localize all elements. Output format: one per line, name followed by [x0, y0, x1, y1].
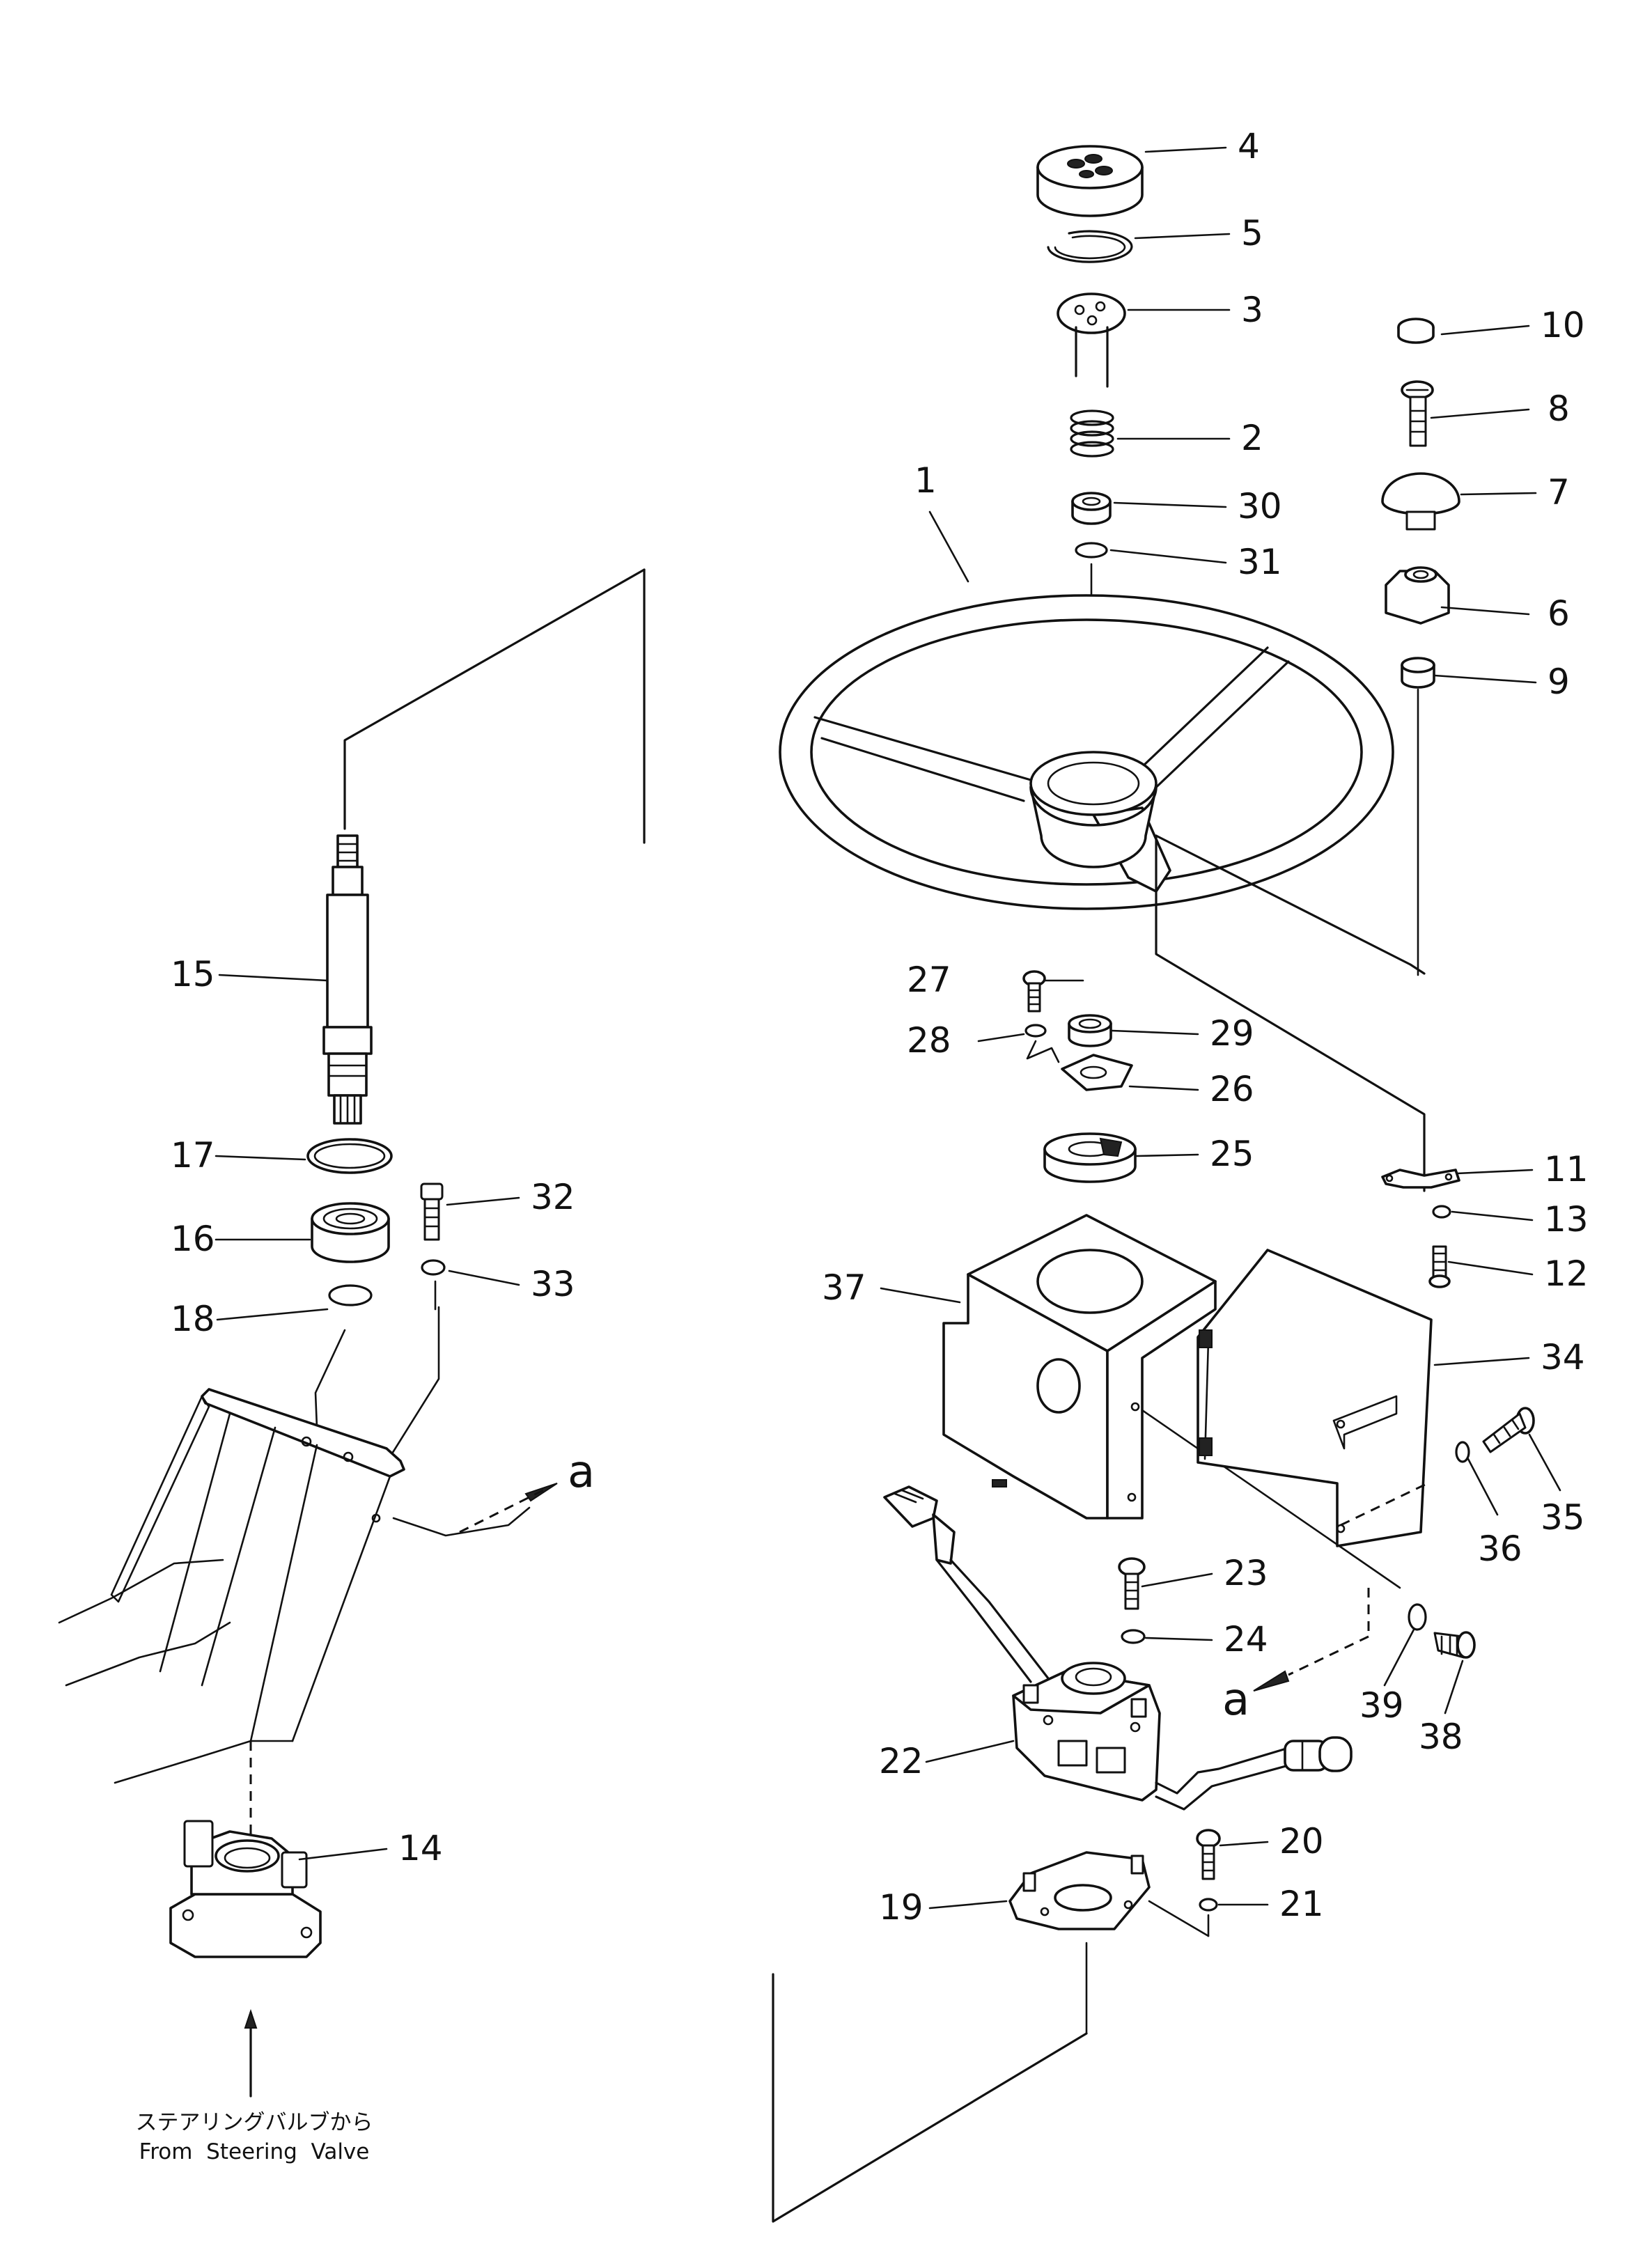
left-assembly-guide-lines	[244, 568, 646, 2098]
label-part-37: 37	[822, 1267, 866, 1308]
part-36-lock-washer	[1455, 1441, 1470, 1463]
label-part-39: 39	[1359, 1685, 1404, 1726]
label-part-31: 31	[1238, 542, 1282, 582]
label-part-24: 24	[1224, 1619, 1268, 1660]
part-32-bolt	[420, 1182, 444, 1241]
part-5-ring	[1047, 230, 1133, 263]
label-part-18: 18	[171, 1299, 215, 1339]
part-4-horn-cap	[1036, 145, 1144, 217]
part-37-column-cover	[942, 1214, 1217, 1520]
part-29-spacer	[1068, 1014, 1112, 1047]
label-part-17: 17	[171, 1135, 215, 1176]
label-part-30: 30	[1238, 486, 1282, 526]
reference-mark-right: a	[1222, 1674, 1249, 1726]
label-part-29: 29	[1210, 1013, 1254, 1054]
label-part-35: 35	[1541, 1497, 1585, 1538]
label-part-13: 13	[1544, 1199, 1589, 1240]
part-6-knob-base	[1385, 566, 1450, 625]
part-30-nut	[1071, 492, 1112, 525]
part-19-switch-bracket	[1008, 1851, 1151, 1930]
label-part-14: 14	[398, 1828, 443, 1868]
part-16-bearing	[311, 1202, 390, 1263]
label-part-27: 27	[907, 960, 951, 1000]
label-part-26: 26	[1210, 1069, 1254, 1109]
label-part-10: 10	[1541, 305, 1585, 345]
label-part-22: 22	[879, 1741, 924, 1781]
part-18-snap-ring	[328, 1284, 373, 1306]
label-part-9: 9	[1548, 662, 1570, 702]
steering-column-housing	[58, 1388, 531, 1784]
part-39-lock-washer	[1408, 1603, 1427, 1631]
label-part-2: 2	[1241, 418, 1263, 458]
reference-mark-left: a	[568, 1446, 595, 1498]
right-assembly-guide-lines	[772, 1942, 1088, 2223]
part-3-contact-plate	[1057, 292, 1126, 388]
part-10-knob-cap	[1397, 318, 1435, 344]
part-23-screw	[1118, 1557, 1146, 1610]
caption-japanese: ステアリングバルブから	[136, 2110, 373, 2135]
label-part-7: 7	[1548, 472, 1570, 513]
part-15-steering-shaft	[322, 834, 373, 1125]
part-33-lock-washer	[421, 1259, 446, 1276]
part-27-screw	[1022, 970, 1046, 1013]
label-part-20: 20	[1279, 1821, 1324, 1861]
reference-arrow-left	[459, 1483, 558, 1533]
reference-arrow-right	[1253, 1588, 1370, 1692]
label-part-34: 34	[1541, 1337, 1585, 1377]
label-part-32: 32	[531, 1177, 575, 1217]
part-38-screw	[1433, 1631, 1476, 1659]
part-20-bolt	[1196, 1829, 1221, 1880]
label-part-28: 28	[907, 1020, 951, 1061]
label-part-21: 21	[1279, 1884, 1324, 1924]
part-7-knob	[1381, 472, 1460, 531]
label-part-11: 11	[1544, 1149, 1589, 1189]
label-part-3: 3	[1241, 290, 1263, 330]
part-35-screw	[1482, 1407, 1535, 1453]
label-part-19: 19	[879, 1887, 924, 1928]
part-11-clip	[1381, 1169, 1460, 1189]
part-31-washer	[1075, 542, 1108, 559]
label-part-1: 1	[914, 460, 937, 501]
part-24-washer	[1121, 1629, 1146, 1644]
part-13-lock-washer	[1432, 1205, 1451, 1219]
part-2-spring	[1070, 409, 1114, 458]
label-part-15: 15	[171, 954, 215, 994]
leader-lines	[215, 146, 1561, 1910]
part-34-side-cover	[1197, 1249, 1433, 1547]
label-part-16: 16	[171, 1219, 215, 1259]
part-28-washer	[1024, 1024, 1047, 1038]
part-22-combination-switch	[883, 1485, 1353, 1811]
part-21-washer	[1199, 1898, 1218, 1912]
part-25-cancel-cam	[1043, 1132, 1137, 1183]
part-9-nut	[1401, 657, 1435, 689]
label-part-33: 33	[531, 1264, 575, 1304]
part-14-flange-housing	[169, 1820, 322, 1958]
part-17-snap-ring	[306, 1138, 393, 1174]
label-part-4: 4	[1238, 126, 1260, 166]
label-part-5: 5	[1241, 213, 1263, 253]
label-part-36: 36	[1478, 1529, 1522, 1569]
label-part-25: 25	[1210, 1134, 1254, 1174]
part-1-steering-wheel	[779, 594, 1394, 910]
part-8-knob-bolt	[1401, 380, 1434, 447]
part-12-screw	[1428, 1245, 1451, 1288]
part-labels: 1 2 3 4 5 6 7 8 9 10 11 12 13 14 15 16 1…	[171, 126, 1589, 1928]
label-part-6: 6	[1548, 593, 1570, 634]
label-part-8: 8	[1548, 389, 1570, 429]
label-part-23: 23	[1224, 1553, 1268, 1593]
caption: ステアリングバルブから From Steering Valve	[136, 2110, 373, 2164]
label-part-38: 38	[1419, 1717, 1463, 1757]
caption-english: From Steering Valve	[139, 2139, 370, 2164]
part-26-plate	[1061, 1054, 1133, 1091]
label-part-12: 12	[1544, 1254, 1589, 1294]
